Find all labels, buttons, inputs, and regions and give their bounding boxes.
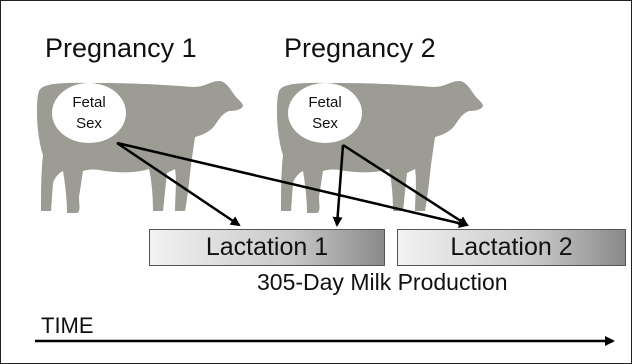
arrow-icon xyxy=(117,143,239,225)
arrow-icon xyxy=(343,145,467,225)
arrow-icon xyxy=(337,145,343,225)
arrow-icon xyxy=(117,143,467,225)
